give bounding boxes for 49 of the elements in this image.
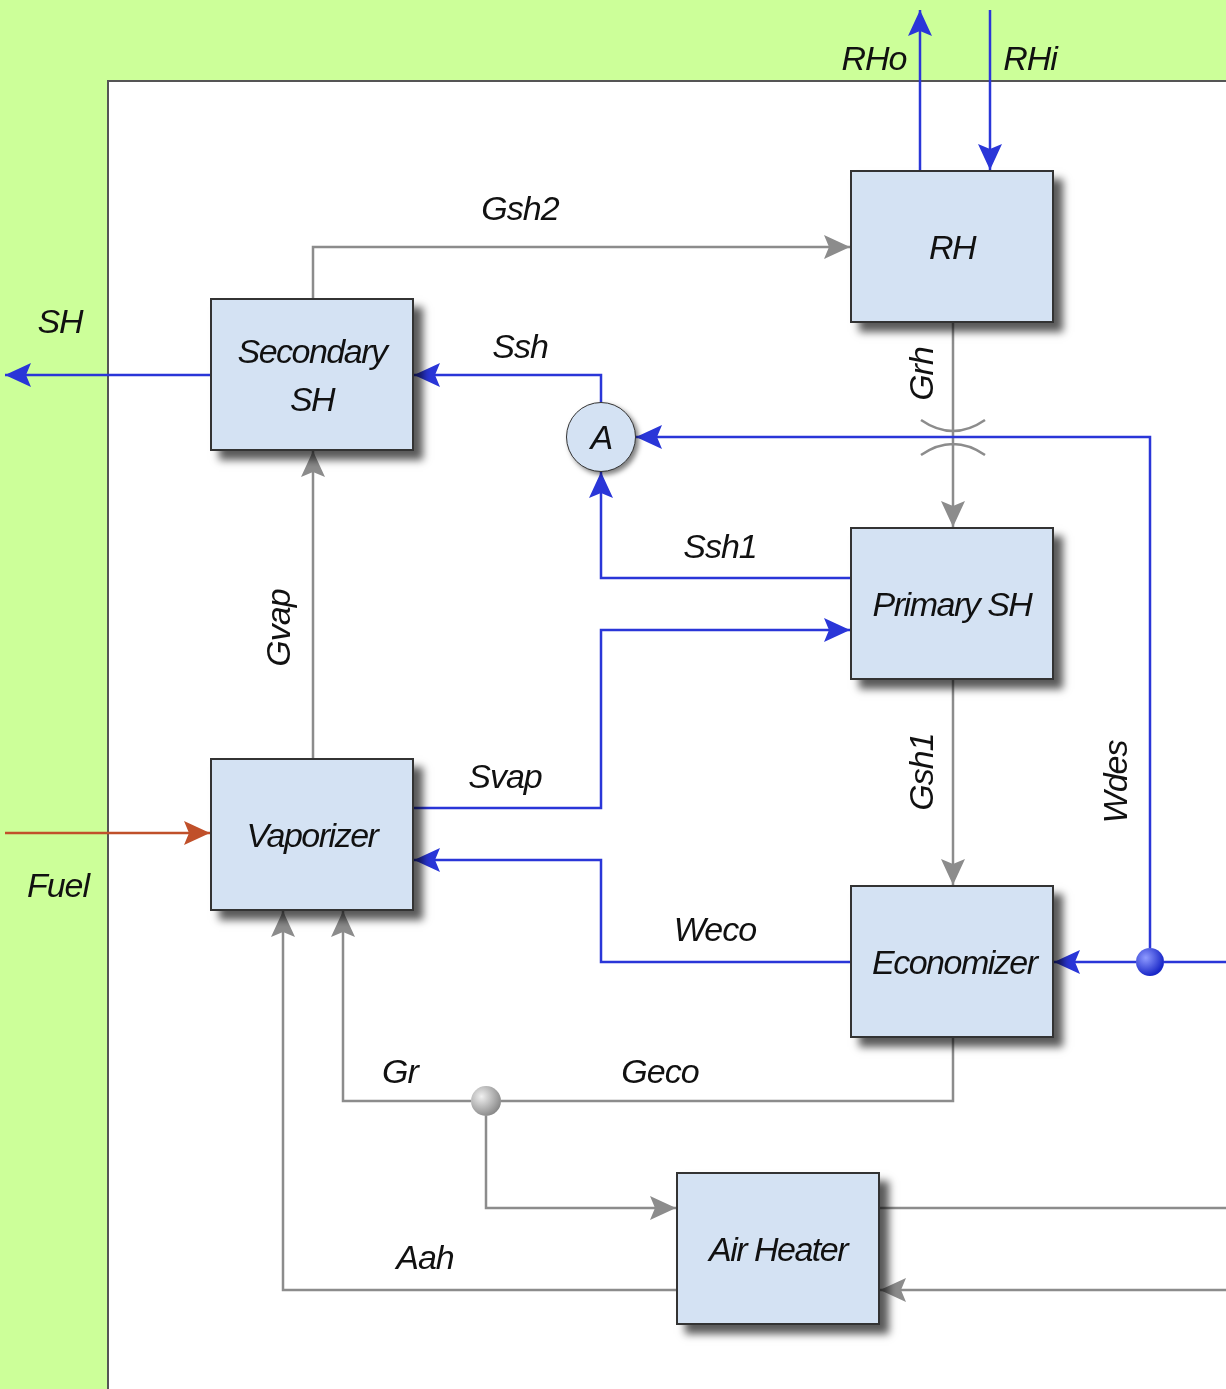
arrow [5, 363, 210, 387]
edge-label: Ssh [492, 326, 548, 366]
arrow [414, 618, 850, 810]
edge-label: Grh [901, 347, 941, 401]
edge-label: RHi [1003, 38, 1057, 78]
arrow [1054, 950, 1136, 974]
connector-line [880, 1206, 1226, 1210]
arrow [919, 321, 987, 529]
arrow [414, 363, 603, 402]
process-box [850, 885, 1054, 1038]
connector-line [1164, 960, 1226, 964]
arrow [941, 680, 965, 885]
arrow [5, 821, 210, 845]
arrow [636, 425, 1152, 948]
edge-label: SH [37, 301, 83, 341]
edge-label: Svap [468, 756, 542, 796]
node-label: Primary SH [871, 583, 1034, 625]
node-label: Vaporizer [245, 814, 381, 856]
edge-label: RHo [841, 38, 907, 78]
process-box [210, 298, 414, 451]
arrow [301, 451, 325, 758]
edge-label: Wdes [1095, 740, 1135, 824]
arrow [484, 1116, 676, 1220]
node-label: Air Heater [706, 1228, 850, 1270]
edge-label: Gsh2 [481, 188, 559, 228]
edge-label: Ssh1 [683, 526, 757, 566]
process-box [850, 527, 1054, 680]
arrow [880, 1278, 1226, 1302]
node-label: Secondary SH [228, 326, 396, 423]
arrow [908, 10, 932, 170]
node-label: RH [927, 226, 977, 268]
process-box [676, 1172, 880, 1325]
edge-label: Gsh1 [901, 733, 941, 811]
edge-label: Gvap [258, 589, 298, 667]
edge-label: Weco [673, 909, 757, 949]
node-label: A [588, 417, 613, 458]
arrow [589, 472, 850, 580]
process-box [850, 170, 1054, 323]
arrow [414, 848, 850, 964]
arrow [331, 911, 471, 1103]
edge-label: Fuel [26, 865, 90, 905]
process-box [210, 758, 414, 911]
arrow [271, 911, 676, 1292]
edge-label: Aah [396, 1237, 454, 1277]
arrow [311, 235, 850, 298]
connector-line [501, 1038, 955, 1103]
edge-label: Gr [382, 1051, 418, 1091]
edge-label: Geco [621, 1051, 699, 1091]
arrow [978, 10, 1002, 170]
